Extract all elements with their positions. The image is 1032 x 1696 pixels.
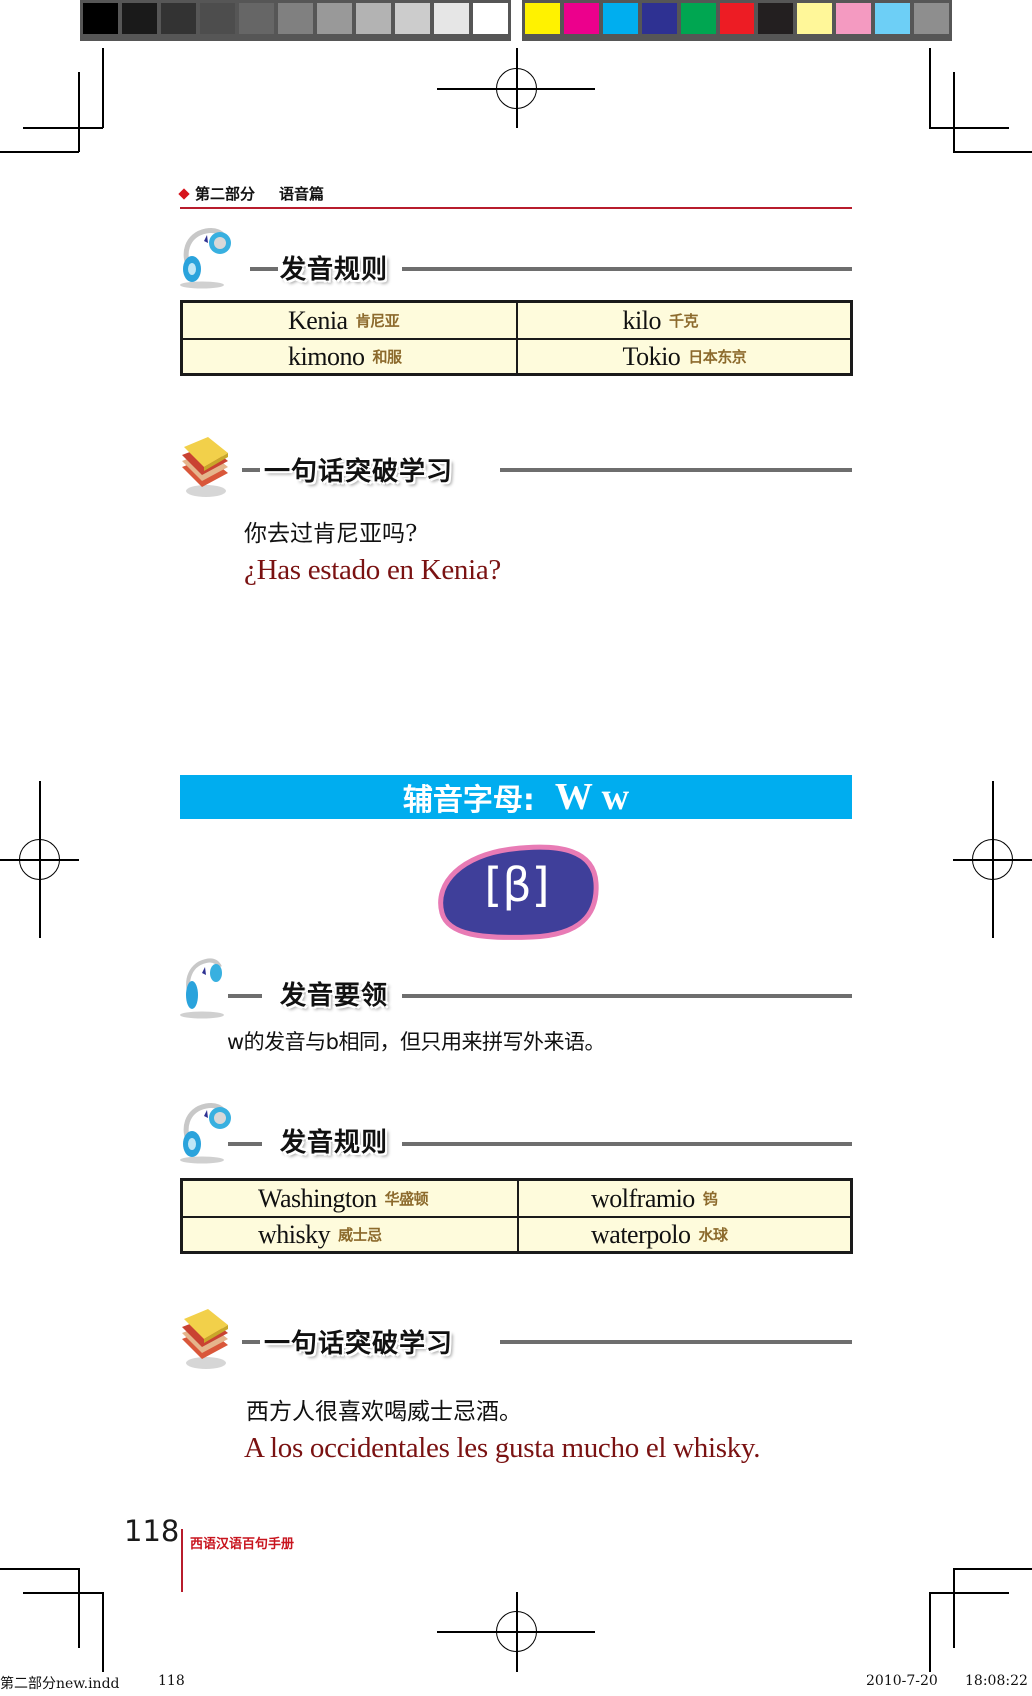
pronunciation-note: w的发音与b相同，但只用来拼写外来语。 — [227, 1030, 606, 1054]
spanish-word: wolframio — [591, 1183, 695, 1213]
color-swatch — [914, 3, 949, 34]
color-swatch — [875, 3, 911, 34]
page-number: 118 — [124, 1514, 180, 1548]
section-header-sentence-study: 一句话突破学习 — [180, 435, 852, 503]
chinese-meaning: 威士忌 — [338, 1226, 382, 1244]
spanish-word: Kenia — [288, 305, 348, 335]
running-header-part: 第二部分 — [195, 185, 256, 203]
spanish-word: Tokio — [622, 341, 681, 371]
section-title: 发音规则 — [280, 1128, 389, 1158]
color-swatch — [602, 3, 638, 34]
section-title: 一句话突破学习 — [264, 1329, 454, 1359]
word-table: Washington 华盛顿 wolframio 钨 whisky 威士忌 wa… — [180, 1178, 853, 1254]
section-header-pronunciation-rules: 发音规则 — [180, 1100, 852, 1168]
spanish-sentence: A los occidentales les gusta mucho el wh… — [244, 1432, 761, 1464]
chinese-sentence: 你去过肯尼亚吗? — [244, 521, 418, 547]
table-row: Kenia 肯尼亚 kilo 千克 — [183, 303, 850, 338]
table-cell: kimono 和服 — [183, 340, 516, 373]
headphones-icon — [180, 1103, 231, 1164]
color-swatch — [680, 3, 716, 34]
spanish-word: whisky — [258, 1219, 331, 1249]
table-cell: whisky 威士忌 — [183, 1218, 517, 1251]
slug-filename: 第二部分new.indd — [0, 1676, 120, 1692]
color-swatch — [525, 3, 560, 34]
section-title: 一句话突破学习 — [264, 457, 454, 487]
section-title: 发音规则 — [280, 255, 389, 285]
chinese-meaning: 千克 — [668, 312, 699, 330]
table-cell: kilo 千克 — [515, 303, 851, 338]
chinese-meaning: 肯尼亚 — [355, 312, 400, 330]
color-swatch — [317, 3, 352, 34]
table-cell: Kenia 肯尼亚 — [183, 303, 516, 338]
spanish-word: waterpolo — [591, 1219, 691, 1249]
chinese-sentence: 西方人很喜欢喝威士忌酒。 — [246, 1399, 522, 1425]
spanish-word: kimono — [288, 341, 365, 371]
color-swatch — [434, 3, 469, 34]
chinese-meaning: 和服 — [372, 348, 402, 366]
slug-page: 118 — [158, 1673, 185, 1689]
color-swatch — [758, 3, 794, 34]
color-swatch — [122, 3, 157, 34]
chinese-meaning: 华盛顿 — [384, 1190, 429, 1208]
spanish-word: Washington — [258, 1183, 377, 1213]
table-row: kimono 和服 Tokio 日本东京 — [183, 338, 850, 373]
chinese-meaning: 水球 — [698, 1226, 728, 1244]
table-row: Washington 华盛顿 wolframio 钨 — [183, 1181, 850, 1216]
running-header-section: 语音篇 — [279, 185, 325, 203]
headphones-icon — [180, 228, 231, 289]
table-row: whisky 威士忌 waterpolo 水球 — [183, 1216, 850, 1251]
section-header-sentence-study: 一句话突破学习 — [180, 1307, 852, 1375]
color-swatch — [161, 3, 196, 34]
consonant-banner: 辅音字母: W w — [180, 775, 852, 819]
spanish-sentence: ¿Has estado en Kenia? — [244, 554, 501, 586]
slug-date: 2010-7-20 — [866, 1673, 938, 1689]
color-swatch — [473, 3, 508, 34]
chinese-meaning: 钨 — [702, 1190, 718, 1208]
color-swatch — [200, 3, 235, 34]
color-swatch — [278, 3, 313, 34]
banner-label: 辅音字母: — [402, 783, 535, 818]
section-title: 发音要领 — [280, 981, 389, 1011]
color-swatch — [797, 3, 833, 34]
diamond-bullet-icon — [178, 187, 190, 200]
color-swatch — [239, 3, 274, 34]
table-cell: Tokio 日本东京 — [515, 340, 851, 373]
running-header: 第二部分 语音篇 — [178, 183, 325, 204]
slug-time: 18:08:22 — [965, 1673, 1028, 1689]
books-icon — [182, 1309, 228, 1369]
color-swatch — [836, 3, 872, 34]
footer-rule — [181, 1529, 183, 1592]
spanish-word: kilo — [622, 305, 662, 335]
table-cell: Washington 华盛顿 — [183, 1181, 517, 1216]
color-swatch — [395, 3, 430, 34]
phonetic-blob-shape — [438, 844, 599, 940]
phonetic-symbol: [β] — [484, 858, 550, 912]
section-header-pronunciation-rules: 发音规则 — [180, 225, 852, 293]
header-rule — [180, 207, 852, 209]
color-swatch — [356, 3, 391, 34]
table-cell: wolframio 钨 — [517, 1181, 850, 1216]
headphones-icon — [180, 958, 224, 1019]
book-title: 西语汉语百句手册 — [190, 1537, 295, 1552]
chinese-meaning: 日本东京 — [688, 348, 747, 366]
books-icon — [182, 437, 228, 497]
color-swatch — [563, 3, 599, 34]
grayscale-color-bar — [80, 0, 511, 41]
color-swatch — [719, 3, 755, 34]
word-table: Kenia 肯尼亚 kilo 千克 kimono 和服 Tokio 日本东京 — [180, 300, 853, 376]
section-header-pronunciation-key: 发音要领 — [180, 955, 852, 1023]
table-cell: waterpolo 水球 — [517, 1218, 850, 1251]
color-swatch — [83, 3, 118, 34]
process-color-bar — [522, 0, 952, 41]
color-swatch — [641, 3, 677, 34]
banner-letters: W w — [554, 776, 630, 818]
